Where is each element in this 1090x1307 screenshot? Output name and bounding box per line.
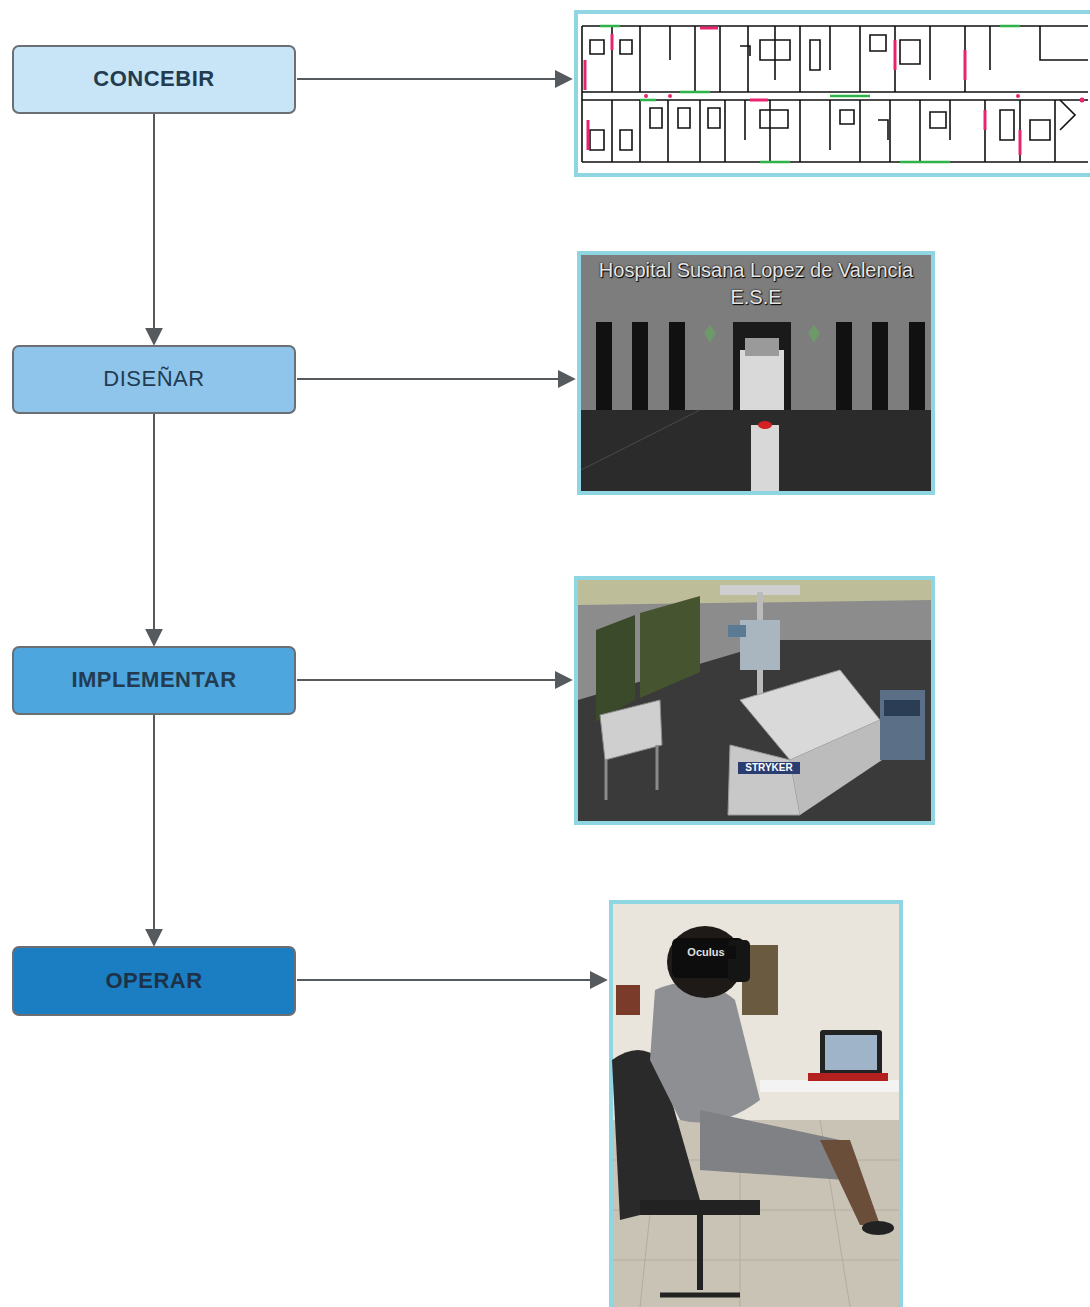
picture-text: Oculus: [676, 946, 736, 959]
hospital-entrance-picture: [579, 253, 933, 493]
stage-box: OPERAR: [12, 946, 296, 1016]
stage-box: IMPLEMENTAR: [12, 646, 296, 715]
stage-label: IMPLEMENTAR: [71, 667, 236, 693]
picture-text: Hospital Susana Lopez de Valencia E.S.E: [583, 257, 929, 311]
user-vr-photo: [611, 902, 901, 1307]
flow-arrow: [153, 414, 155, 645]
stage-box: DISEÑAR: [12, 345, 296, 414]
flow-arrow: [153, 715, 155, 945]
stage-label: DISEÑAR: [103, 366, 204, 392]
hospital-room-picture: [576, 578, 933, 823]
stage-label: CONCEBIR: [93, 66, 214, 92]
stage-label: OPERAR: [105, 968, 202, 994]
floor-plan-picture: [576, 12, 1090, 175]
picture-text: STRYKER: [738, 762, 800, 774]
stage-box: CONCEBIR: [12, 45, 296, 114]
flow-arrow: [153, 114, 155, 344]
picture-arrows: [297, 79, 606, 980]
